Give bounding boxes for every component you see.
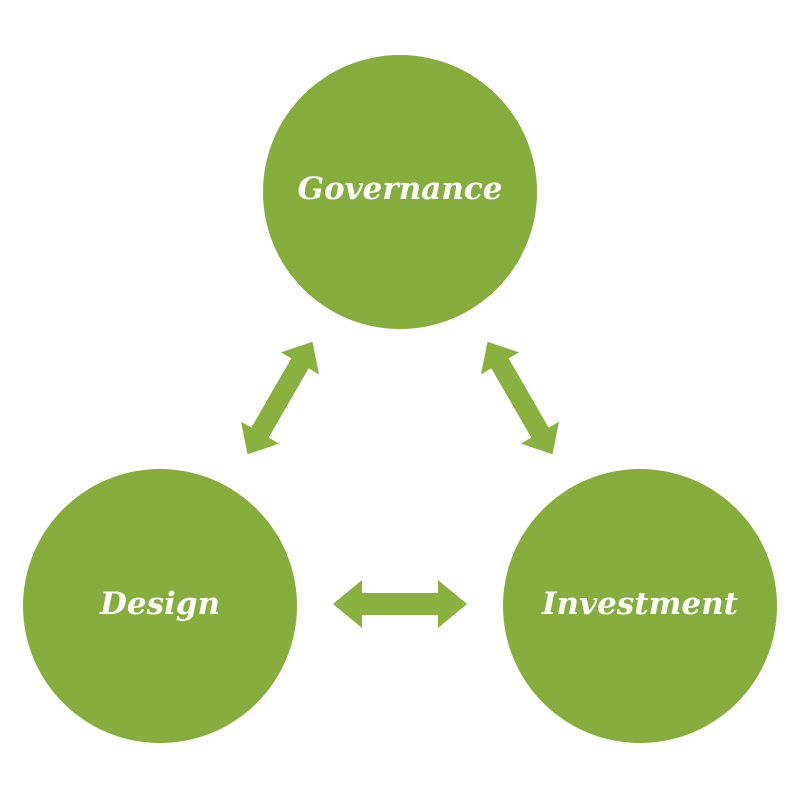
- node-governance: Governance: [263, 55, 537, 329]
- investment-label: Investment: [541, 586, 739, 622]
- double-arrow-icon: [333, 580, 467, 628]
- investment-circle: [503, 469, 777, 743]
- double-arrow-icon: [480, 341, 560, 455]
- node-design: Design: [23, 469, 297, 743]
- design-label: Design: [99, 586, 220, 622]
- design-circle: [23, 469, 297, 743]
- governance-label: Governance: [298, 171, 503, 207]
- node-investment: Investment: [503, 469, 777, 743]
- double-arrow-icon: [240, 341, 320, 455]
- governance-circle: [263, 55, 537, 329]
- double-arrow-governance-design: [240, 341, 320, 455]
- double-arrow-governance-investment: [480, 341, 560, 455]
- double-arrow-design-investment: [333, 580, 467, 628]
